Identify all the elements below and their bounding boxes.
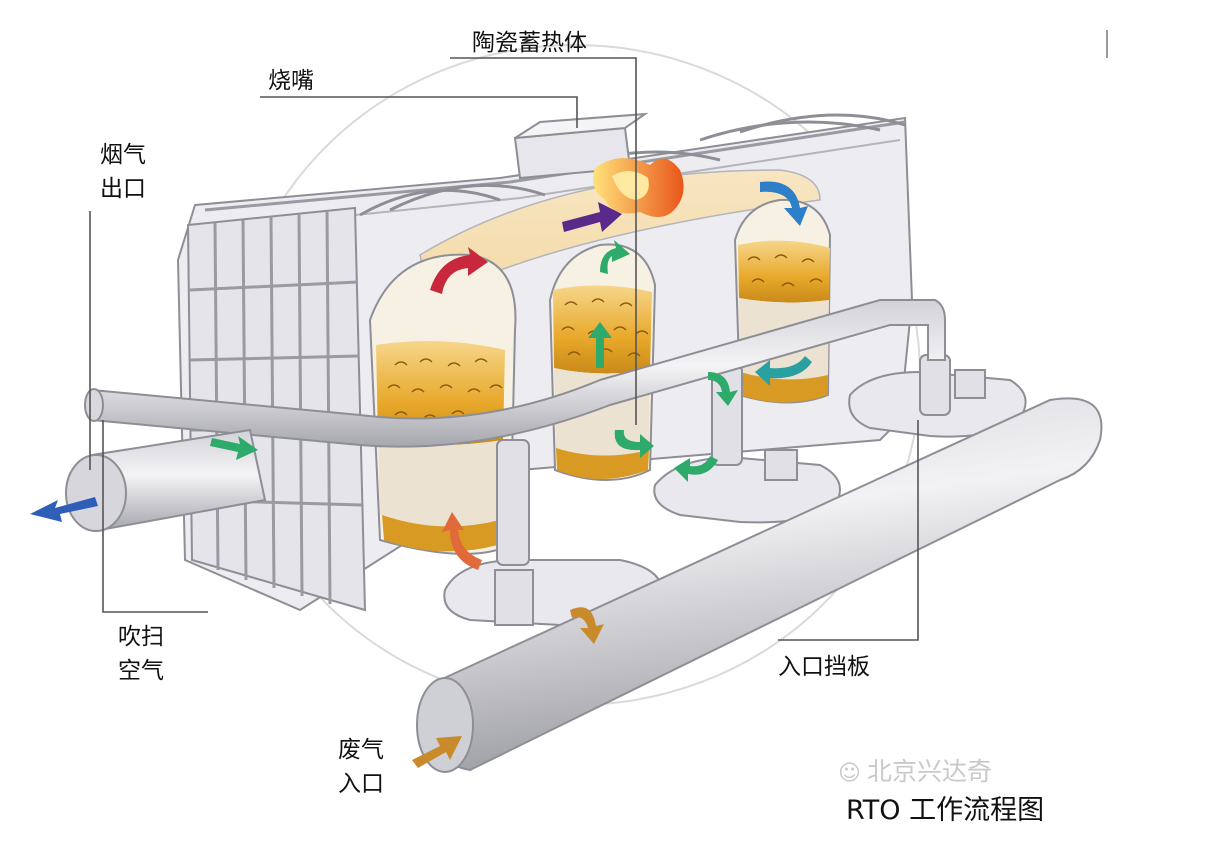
label-waste-inlet-line1: 废气: [338, 737, 384, 763]
label-ceramic-media: 陶瓷蓄热体: [472, 30, 587, 56]
flame-icon: [592, 158, 684, 217]
watermark-text: 北京兴达奇: [866, 757, 992, 786]
label-burner: 烧嘴: [268, 68, 314, 94]
label-purge-air-line2: 空气: [118, 658, 164, 684]
arrow-chamber3-down: [760, 181, 808, 226]
arrow-chamber1-up: [430, 247, 488, 294]
wechat-icon: ☺: [838, 761, 861, 786]
arrow-to-burner: [562, 202, 622, 232]
rto-housing: [176, 113, 914, 612]
watermark: ☺北京兴达奇: [838, 752, 992, 788]
arrow-chamber1-in: [442, 512, 482, 570]
leader-inlet-damper: [778, 420, 919, 641]
callout-lines: [89, 57, 919, 641]
arrow-chamber2-up-b: [600, 240, 630, 274]
combustion-chamber: [419, 169, 821, 302]
leader-burner: [260, 96, 578, 128]
arrow-flue-out: [30, 497, 98, 522]
label-inlet-damper: 入口挡板: [778, 654, 870, 680]
chamber-1: [368, 253, 517, 555]
arrow-middle-damper: [674, 456, 718, 482]
leader-purge-air: [102, 420, 208, 613]
leader-ceramic-media: [450, 57, 637, 425]
label-purge-air-line1: 吹扫: [118, 624, 164, 650]
label-flue-outlet-line1: 烟气: [100, 142, 146, 168]
arrow-middle-damper-b: [708, 372, 738, 406]
damper-stems: [494, 354, 986, 626]
arrow-waste-in: [412, 736, 462, 768]
waste-gas-inlet-pipe: [416, 397, 1103, 773]
arrow-chamber2-bottom: [614, 430, 654, 458]
flue-gas-outlet-pipe: [65, 428, 267, 532]
arrow-purge: [210, 436, 258, 460]
flow-arrows: [30, 181, 812, 768]
arrow-chamber3-out: [755, 356, 812, 386]
diagram-caption: RTO 工作流程图: [846, 795, 1045, 826]
label-waste-inlet-line2: 入口: [338, 771, 384, 797]
arrow-chamber2-up-a: [588, 322, 612, 368]
arrow-inlet-curl: [570, 607, 604, 644]
label-flue-outlet-line2: 出口: [100, 176, 146, 202]
